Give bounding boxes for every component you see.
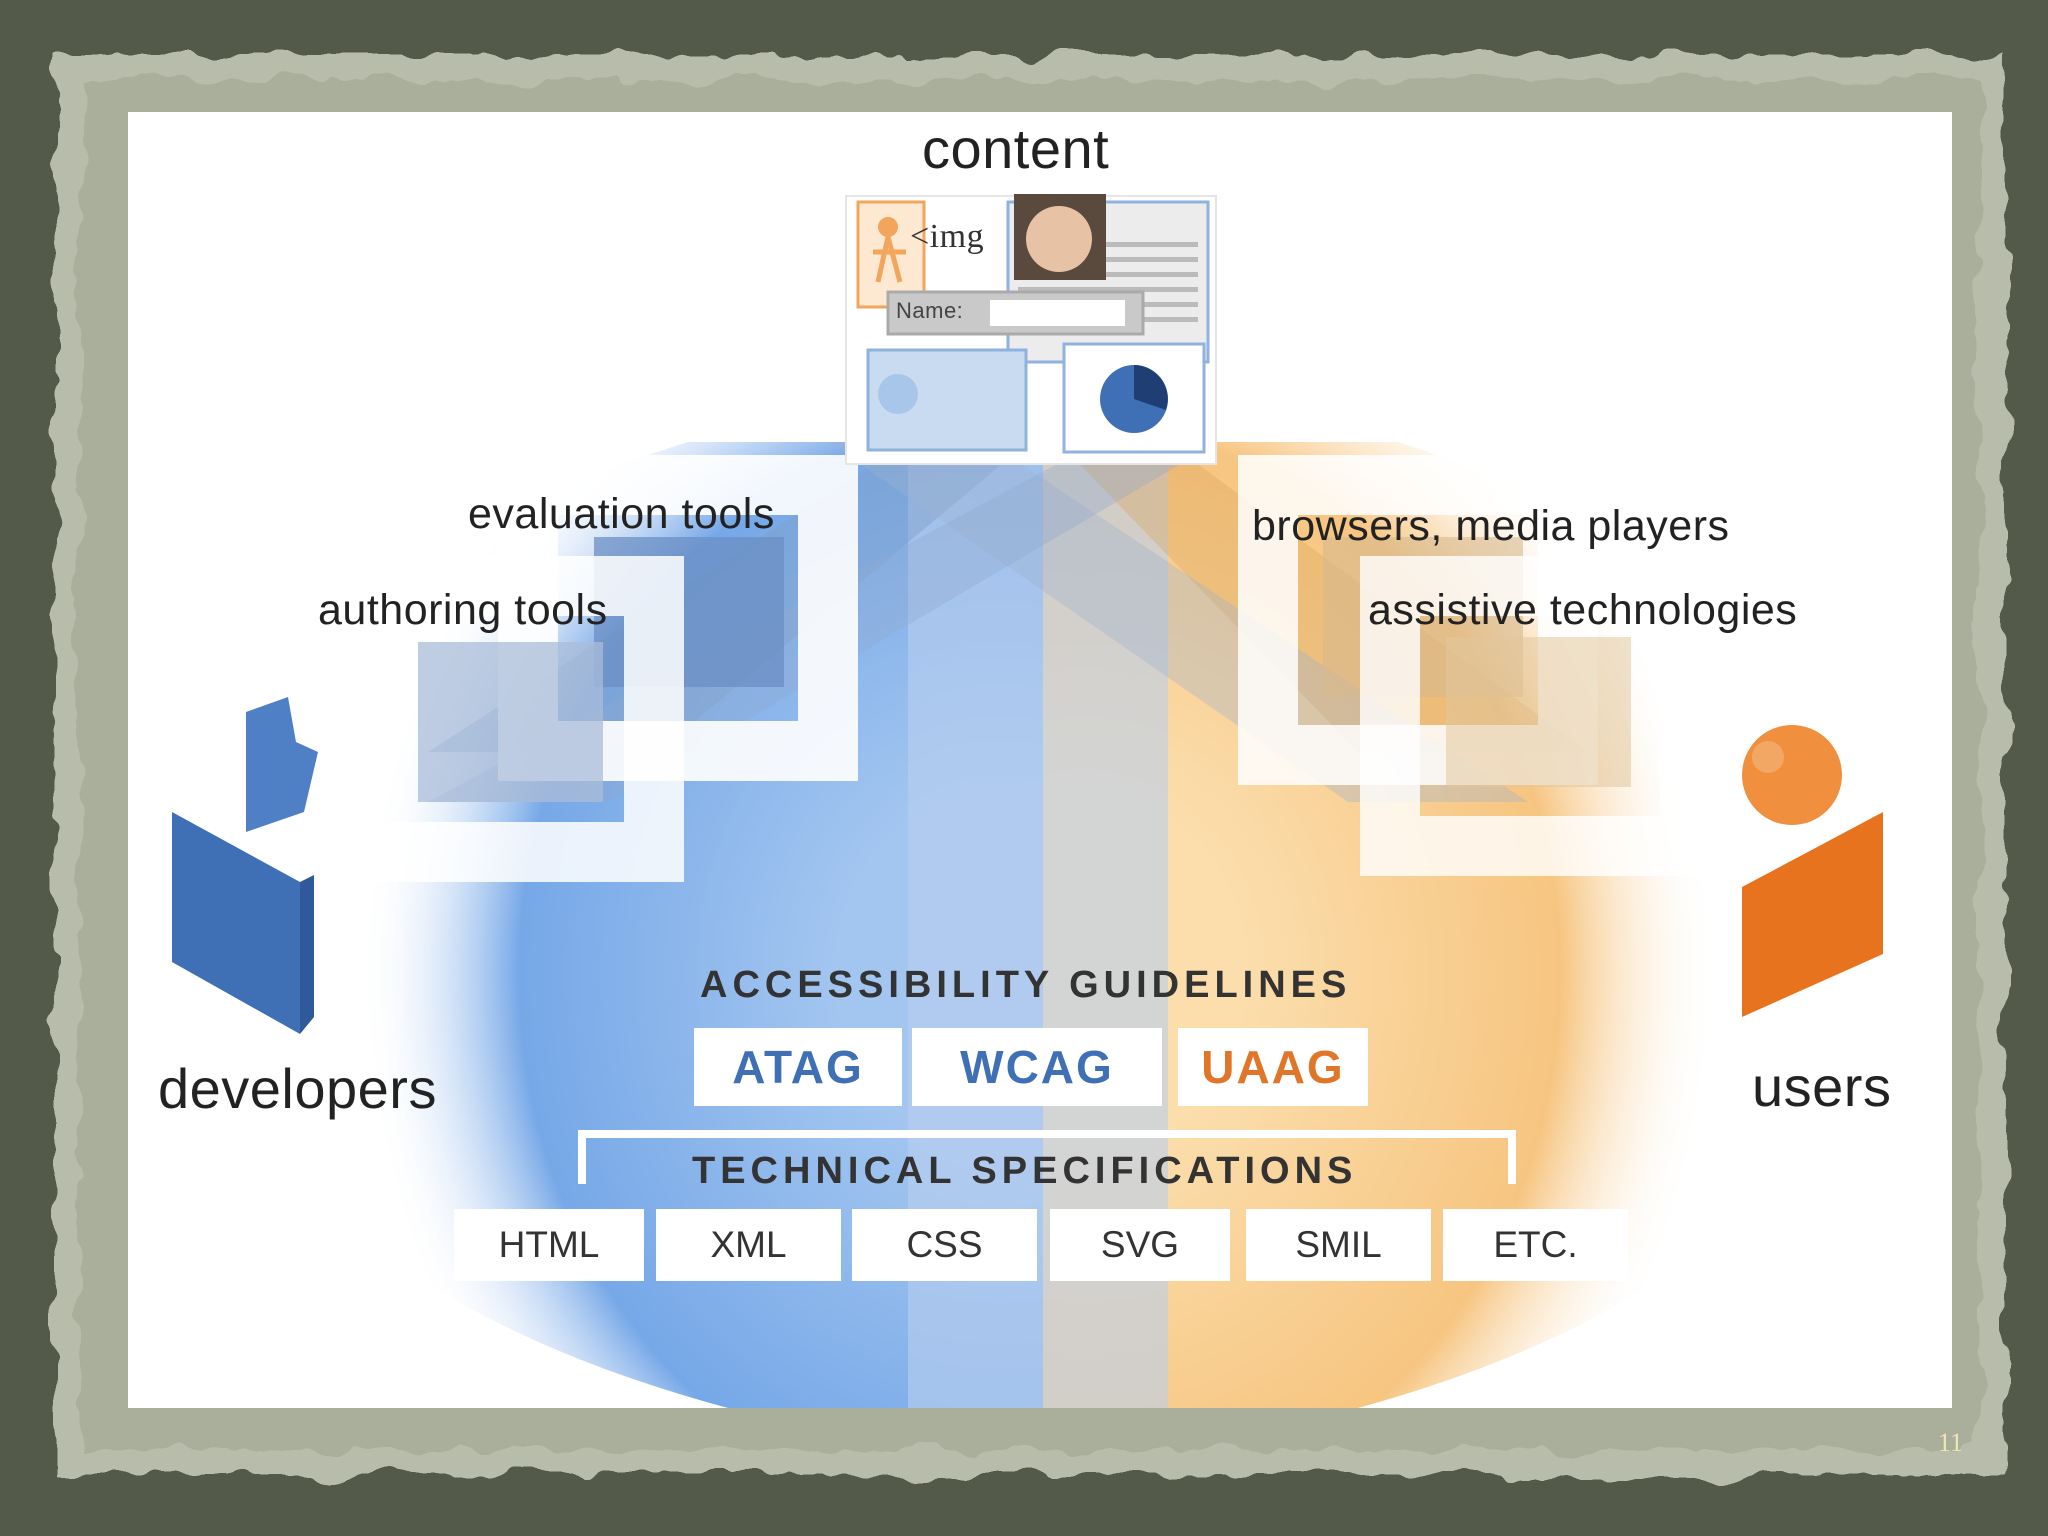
content-label: content [922,117,1110,180]
authoring-tools-label: authoring tools [318,586,608,634]
img-tag-text: <img [910,218,985,255]
browsers-media-players-label: browsers, media players [1252,502,1730,550]
spec-xml: XML [656,1209,841,1281]
user-figure-head [1742,725,1842,825]
spec-etc: ETC. [1443,1209,1628,1281]
spec-html: HTML [454,1209,644,1281]
diagram-panel: content <img Name: evaluation tools auth… [128,112,1952,1408]
slide-number: 11 [1938,1428,1964,1457]
name-field-label: Name: [896,298,964,323]
guideline-atag: ATAG [694,1028,902,1106]
accessibility-diagram [172,194,1888,1408]
spec-smil: SMIL [1246,1209,1431,1281]
spec-css: CSS [852,1209,1037,1281]
guideline-wcag: WCAG [912,1028,1162,1106]
users-label: users [1752,1055,1892,1118]
assistive-technologies-label: assistive technologies [1368,586,1798,634]
technical-specifications-heading: TECHNICAL SPECIFICATIONS [692,1150,1358,1192]
evaluation-tools-label: evaluation tools [468,490,775,538]
developers-label: developers [158,1057,437,1120]
developer-figure [172,812,300,1034]
spec-svg: SVG [1050,1209,1230,1281]
guideline-uaag: UAAG [1178,1028,1368,1106]
content-image-collage [845,194,1217,465]
accessibility-guidelines-heading: ACCESSIBILITY GUIDELINES [700,964,1352,1006]
user-figure [1742,812,1883,1017]
